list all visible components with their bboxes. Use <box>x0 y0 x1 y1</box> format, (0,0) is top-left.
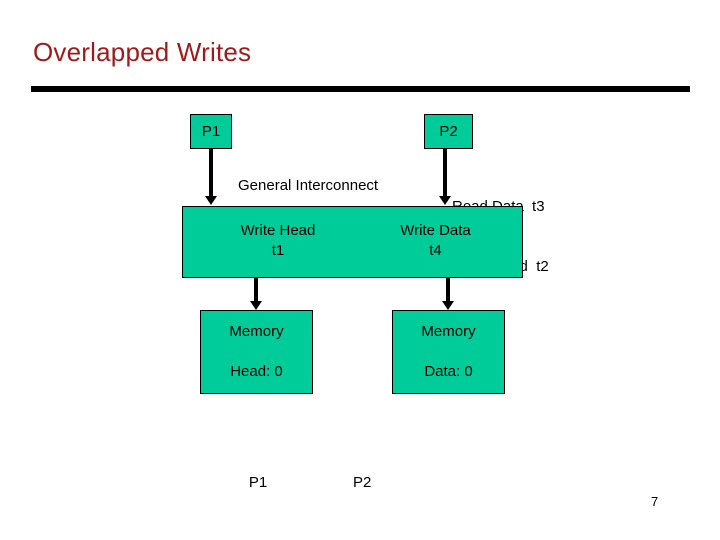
page-number: 7 <box>651 494 659 509</box>
arrow-shaft <box>443 149 447 197</box>
arrow-head <box>439 196 451 205</box>
code-block-p2: P2 while (Head == 0) { } … = Data <box>345 428 482 540</box>
code-header-p1: P1 <box>248 473 268 491</box>
code-block-p1: P1 Data = 2000 Head = 1 <box>204 428 312 540</box>
arrow-shaft <box>446 278 450 302</box>
write-data-operation: Write Data t4 <box>363 221 508 262</box>
write-data-label: Write Data <box>400 222 471 239</box>
arrow-head <box>205 196 217 205</box>
interconnect-bar[interactable]: Write Head t1 Write Data t4 <box>182 206 523 278</box>
arrow-head <box>250 301 262 310</box>
page-title: Overlapped Writes <box>33 37 252 67</box>
write-data-time: t4 <box>429 242 442 260</box>
write-head-operation: Write Head t1 <box>203 221 353 262</box>
arrow-shaft <box>209 149 213 197</box>
write-head-label: Write Head <box>240 222 316 239</box>
arrow-head <box>442 301 454 310</box>
write-head-time: t1 <box>271 242 285 260</box>
memory-title-data: Memory <box>421 323 476 341</box>
processor-box-p2[interactable]: P2 <box>424 114 473 149</box>
memory-title-head: Memory <box>229 323 284 341</box>
memory-value-data: Data: 0 <box>424 363 473 380</box>
arrow-shaft <box>254 278 258 302</box>
processor-label-p2: P2 <box>439 122 458 140</box>
title-divider <box>31 86 690 92</box>
processor-box-p1[interactable]: P1 <box>190 114 232 149</box>
memory-box-data[interactable]: Memory Data: 0 <box>392 310 505 394</box>
processor-label-p1: P1 <box>201 122 221 140</box>
memory-value-head: Head: 0 <box>230 363 283 380</box>
code-line-p2-1: while (Head == 0) { } <box>345 537 482 540</box>
interconnect-bus-label: General Interconnect <box>238 177 379 194</box>
code-line-p1-1: Data = 2000 <box>204 537 312 540</box>
memory-box-head[interactable]: Memory Head: 0 <box>200 310 313 394</box>
code-header-p2: P2 <box>353 473 372 491</box>
